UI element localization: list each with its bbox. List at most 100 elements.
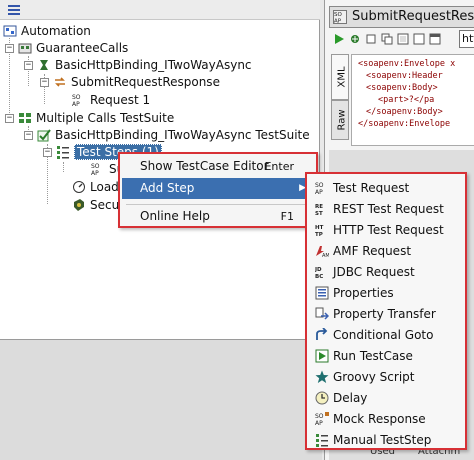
reset-icon[interactable] (397, 33, 409, 45)
menu-item-label: Online Help (140, 209, 210, 223)
menu-item-show-testcase-editor[interactable]: Show TestCase Editor Enter (122, 156, 316, 177)
tree-label: Secu (90, 198, 120, 212)
tree-item-loadtests[interactable]: Load (72, 178, 119, 196)
tab-label: Raw (336, 109, 348, 131)
menu-separator (126, 204, 312, 205)
menu-item-label: Manual TestStep (333, 433, 432, 447)
interface-icon (40, 60, 48, 70)
security-test-icon (74, 199, 84, 211)
svg-text:BC: BC (315, 274, 323, 279)
editor-toolbar (329, 30, 474, 50)
expand-toggle[interactable]: − (43, 147, 52, 157)
expand-toggle[interactable]: − (24, 60, 33, 70)
menu-item-properties[interactable]: Properties (309, 283, 465, 303)
expand-toggle[interactable]: − (5, 113, 14, 123)
menu-item-shortcut: F1 (280, 210, 294, 223)
tree-connector (44, 74, 45, 104)
run-testcase-icon (315, 349, 329, 363)
soap-request-icon: SO AP (91, 163, 100, 176)
navigator-details-panel (0, 340, 322, 460)
maximize-icon[interactable] (429, 33, 441, 45)
menu-item-label: Mock Response (333, 412, 426, 426)
menu-item-label: REST Test Request (333, 202, 444, 216)
svg-text:SO: SO (334, 12, 342, 18)
tree-item-testcase[interactable]: BasicHttpBinding_ITwoWayAsync TestSuite (37, 126, 310, 144)
testsuite-icon (19, 113, 31, 123)
xml-line: <soapenv:Header (366, 71, 443, 81)
svg-text:SO: SO (315, 413, 324, 420)
tree-label: SubmitRequestResponse (71, 75, 220, 89)
tree-label: Request 1 (90, 93, 151, 107)
tree-item-request[interactable]: SO AP Request 1 (72, 91, 150, 109)
menu-item-label: Show TestCase Editor (140, 159, 269, 173)
xml-line: <soapenv:Body> (366, 83, 438, 93)
xml-request-view[interactable]: <soapenv:Envelope x <soapenv:Header <soa… (351, 54, 474, 146)
menu-item-label: HTTP Test Request (333, 223, 444, 237)
expand-toggle[interactable]: − (5, 43, 14, 53)
tree-label: BasicHttpBinding_ITwoWayAsync (55, 58, 252, 72)
tree-connector (47, 144, 48, 204)
menu-item-label: Property Transfer (333, 307, 436, 321)
property-transfer-icon (315, 307, 329, 320)
menu-item-groovy-script[interactable]: Groovy Script (309, 367, 465, 387)
menu-item-property-transfer[interactable]: Property Transfer (309, 304, 465, 324)
column-header-attachment[interactable]: Attachm (418, 446, 461, 457)
menu-item-amf-request[interactable]: AM AMF Request (309, 241, 465, 261)
collapse-tree-icon[interactable] (8, 4, 20, 16)
options-icon[interactable] (413, 33, 425, 45)
tab-xml[interactable]: XML (331, 54, 349, 100)
tree-item-project[interactable]: GuaranteeCalls (18, 39, 128, 57)
soap-request-icon: SO AP (333, 10, 347, 24)
editor-title-text: SubmitRequestResp (352, 9, 474, 24)
soap-request-icon: SO AP (72, 94, 81, 107)
xml-line: <soapenv:Envelope x (358, 59, 456, 69)
expand-toggle[interactable]: − (24, 130, 33, 140)
tree-item-workspace[interactable]: Automation (3, 22, 91, 40)
attachments-header: Used Attachm (362, 446, 474, 460)
play-icon[interactable] (333, 33, 345, 45)
navigator-toolbar (0, 0, 320, 20)
tab-raw[interactable]: Raw (331, 100, 349, 140)
svg-text:AP: AP (91, 170, 99, 176)
groovy-star-icon (315, 370, 329, 383)
tree-connector (63, 162, 64, 172)
tree-label: Multiple Calls TestSuite (36, 111, 175, 125)
menu-item-add-step[interactable]: Add Step ▶ (122, 178, 316, 199)
menu-item-label: Run TestCase (333, 349, 413, 363)
editor-title: SO AP SubmitRequestResp (329, 6, 474, 28)
tab-label: XML (336, 66, 348, 88)
add-request-icon[interactable] (349, 33, 361, 45)
svg-text:SO: SO (72, 94, 81, 101)
copy-icon[interactable] (381, 33, 393, 45)
menu-item-delay[interactable]: Delay (309, 388, 465, 408)
view-tabs: XML Raw (331, 54, 349, 144)
menu-item-online-help[interactable]: Online Help F1 (122, 206, 316, 227)
tree-item-securitytests[interactable]: Secu (72, 196, 119, 214)
column-header-used[interactable]: Used (370, 446, 396, 457)
menu-item-run-testcase[interactable]: Run TestCase (309, 346, 465, 366)
svg-text:TP: TP (315, 232, 323, 237)
jdbc-icon: JDBC (315, 267, 323, 279)
menu-item-conditional-goto[interactable]: Conditional Goto (309, 325, 465, 345)
cancel-icon[interactable] (365, 33, 377, 45)
menu-item-manual-teststep[interactable]: Manual TestStep (309, 430, 465, 450)
svg-text:AP: AP (334, 19, 342, 25)
tree-item-testsuite[interactable]: Multiple Calls TestSuite (18, 109, 174, 127)
tree-item-interface[interactable]: BasicHttpBinding_ITwoWayAsync (37, 56, 252, 74)
testcase-check-icon (37, 129, 51, 142)
menu-item-label: Properties (333, 286, 394, 300)
endpoint-url-field[interactable]: htt (459, 30, 474, 48)
menu-item-label: AMF Request (333, 244, 412, 258)
menu-item-label: JDBC Request (333, 265, 415, 279)
expand-toggle[interactable]: − (40, 77, 49, 87)
submenu-arrow-icon: ▶ (299, 183, 306, 193)
tree-item-operation[interactable]: SubmitRequestResponse (53, 73, 220, 91)
